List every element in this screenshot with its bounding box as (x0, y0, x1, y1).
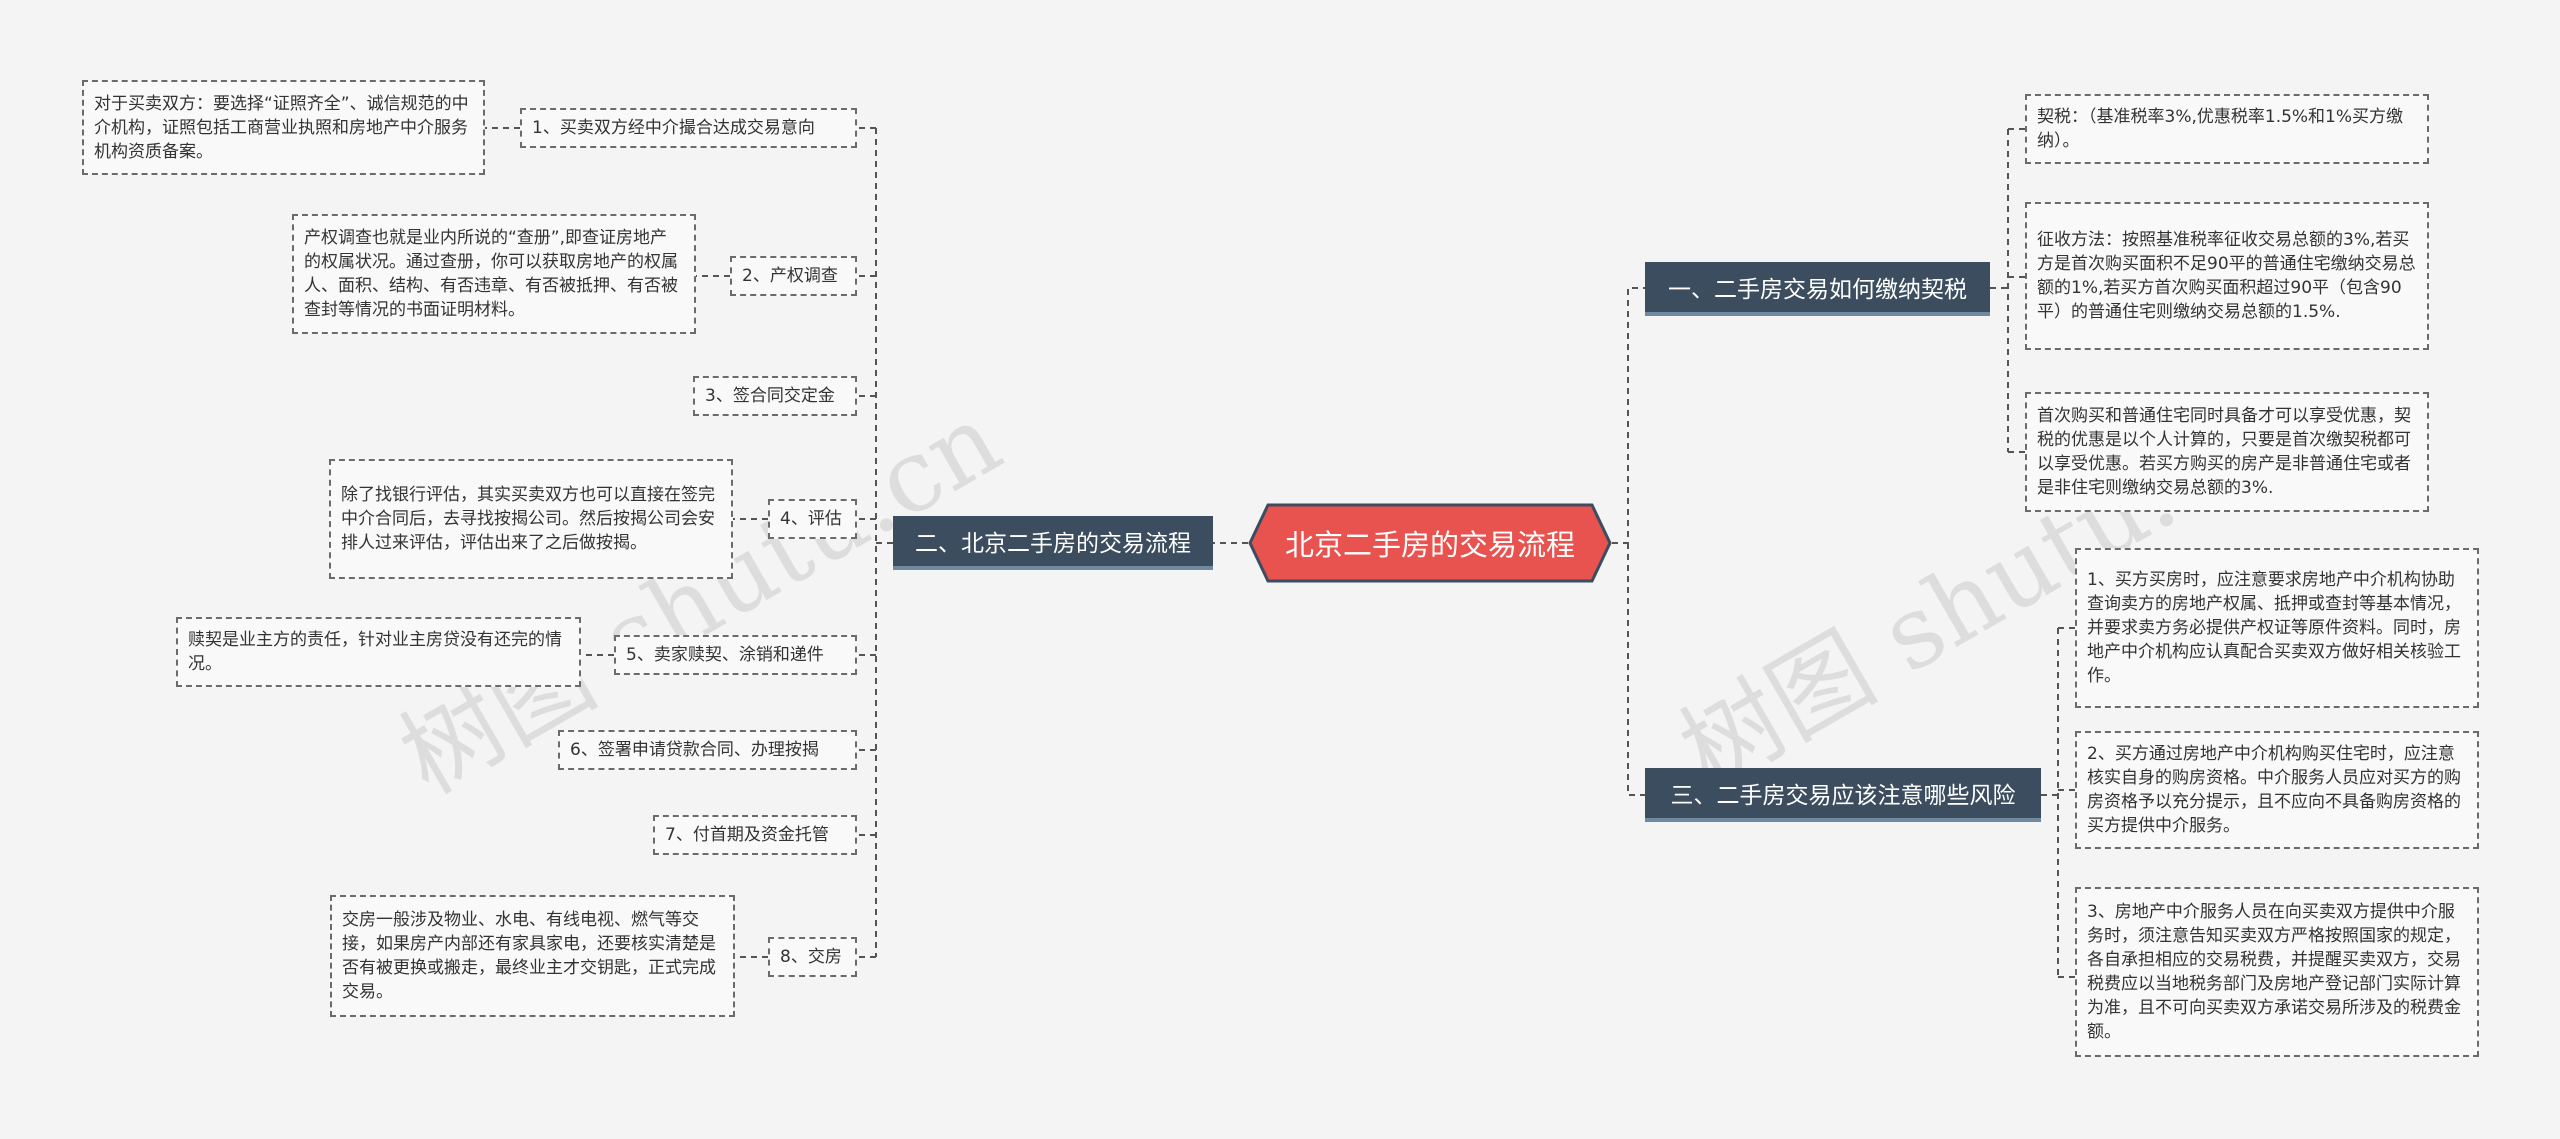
risk-item-3[interactable]: 3、房地产中介服务人员在向买卖双方提供中介服务时，须注意告知买卖双方严格按照国家… (2075, 887, 2479, 1057)
tax-method-note[interactable]: 征收方法：按照基准税率征收交易总额的3%,若买方是首次购买面积不足90平的普通住… (2025, 202, 2429, 350)
center-title: 北京二手房的交易流程 (1284, 528, 1575, 562)
tax-discount-note[interactable]: 首次购买和普通住宅同时具备才可以享受优惠，契税的优惠是以个人计算的，只要是首次缴… (2025, 392, 2429, 512)
detail-step-5[interactable]: 赎契是业主方的责任，针对业主房贷没有还完的情况。 (176, 617, 581, 687)
tax-rate-note[interactable]: 契税：（基准税率3%,优惠税率1.5%和1%买方缴纳）。 (2025, 94, 2429, 164)
center-node[interactable]: 北京二手房的交易流程 (1248, 503, 1612, 583)
detail-step-1[interactable]: 对于买卖双方：要选择“证照齐全”、诚信规范的中介机构，证照包括工商营业执照和房地… (82, 80, 485, 175)
step-7-down-payment[interactable]: 7、付首期及资金托管 (653, 815, 857, 855)
risk-item-2[interactable]: 2、买方通过房地产中介机构购买住宅时，应注意核实自身的购房资格。中介服务人员应对… (2075, 731, 2479, 849)
step-2-title-check[interactable]: 2、产权调查 (730, 256, 857, 296)
detail-step-4[interactable]: 除了找银行评估，其实买卖双方也可以直接在签完中介合同后，去寻找按揭公司。然后按揭… (329, 459, 733, 579)
branch-2-label: 二、北京二手房的交易流程 (915, 531, 1191, 557)
step-1-agreement[interactable]: 1、买卖双方经中介撮合达成交易意向 (520, 108, 857, 148)
center-hexagon-shape (1248, 503, 1612, 583)
branch-2-process[interactable]: 二、北京二手房的交易流程 (893, 516, 1213, 570)
detail-step-8[interactable]: 交房一般涉及物业、水电、有线电视、燃气等交接，如果房产内部还有家具家电，还要核实… (330, 895, 735, 1017)
step-4-appraisal[interactable]: 4、评估 (768, 499, 857, 539)
branch-1-label: 一、二手房交易如何缴纳契税 (1668, 277, 1967, 303)
risk-item-1[interactable]: 1、买方买房时，应注意要求房地产中介机构协助查询卖方的房地产权属、抵押或查封等基… (2075, 548, 2479, 708)
branch-3-risks[interactable]: 三、二手房交易应该注意哪些风险 (1645, 768, 2041, 822)
branch-3-label: 三、二手房交易应该注意哪些风险 (1670, 783, 2016, 809)
step-3-contract-deposit[interactable]: 3、签合同交定金 (693, 376, 857, 416)
step-5-redeem-deed[interactable]: 5、卖家赎契、涂销和递件 (614, 635, 857, 675)
step-6-loan-contract[interactable]: 6、签署申请贷款合同、办理按揭 (558, 730, 857, 770)
step-8-handover[interactable]: 8、交房 (768, 937, 857, 977)
branch-1-tax[interactable]: 一、二手房交易如何缴纳契税 (1645, 262, 1990, 316)
detail-step-2[interactable]: 产权调查也就是业内所说的“查册”,即查证房地产的权属状况。通过查册，你可以获取房… (292, 214, 696, 334)
